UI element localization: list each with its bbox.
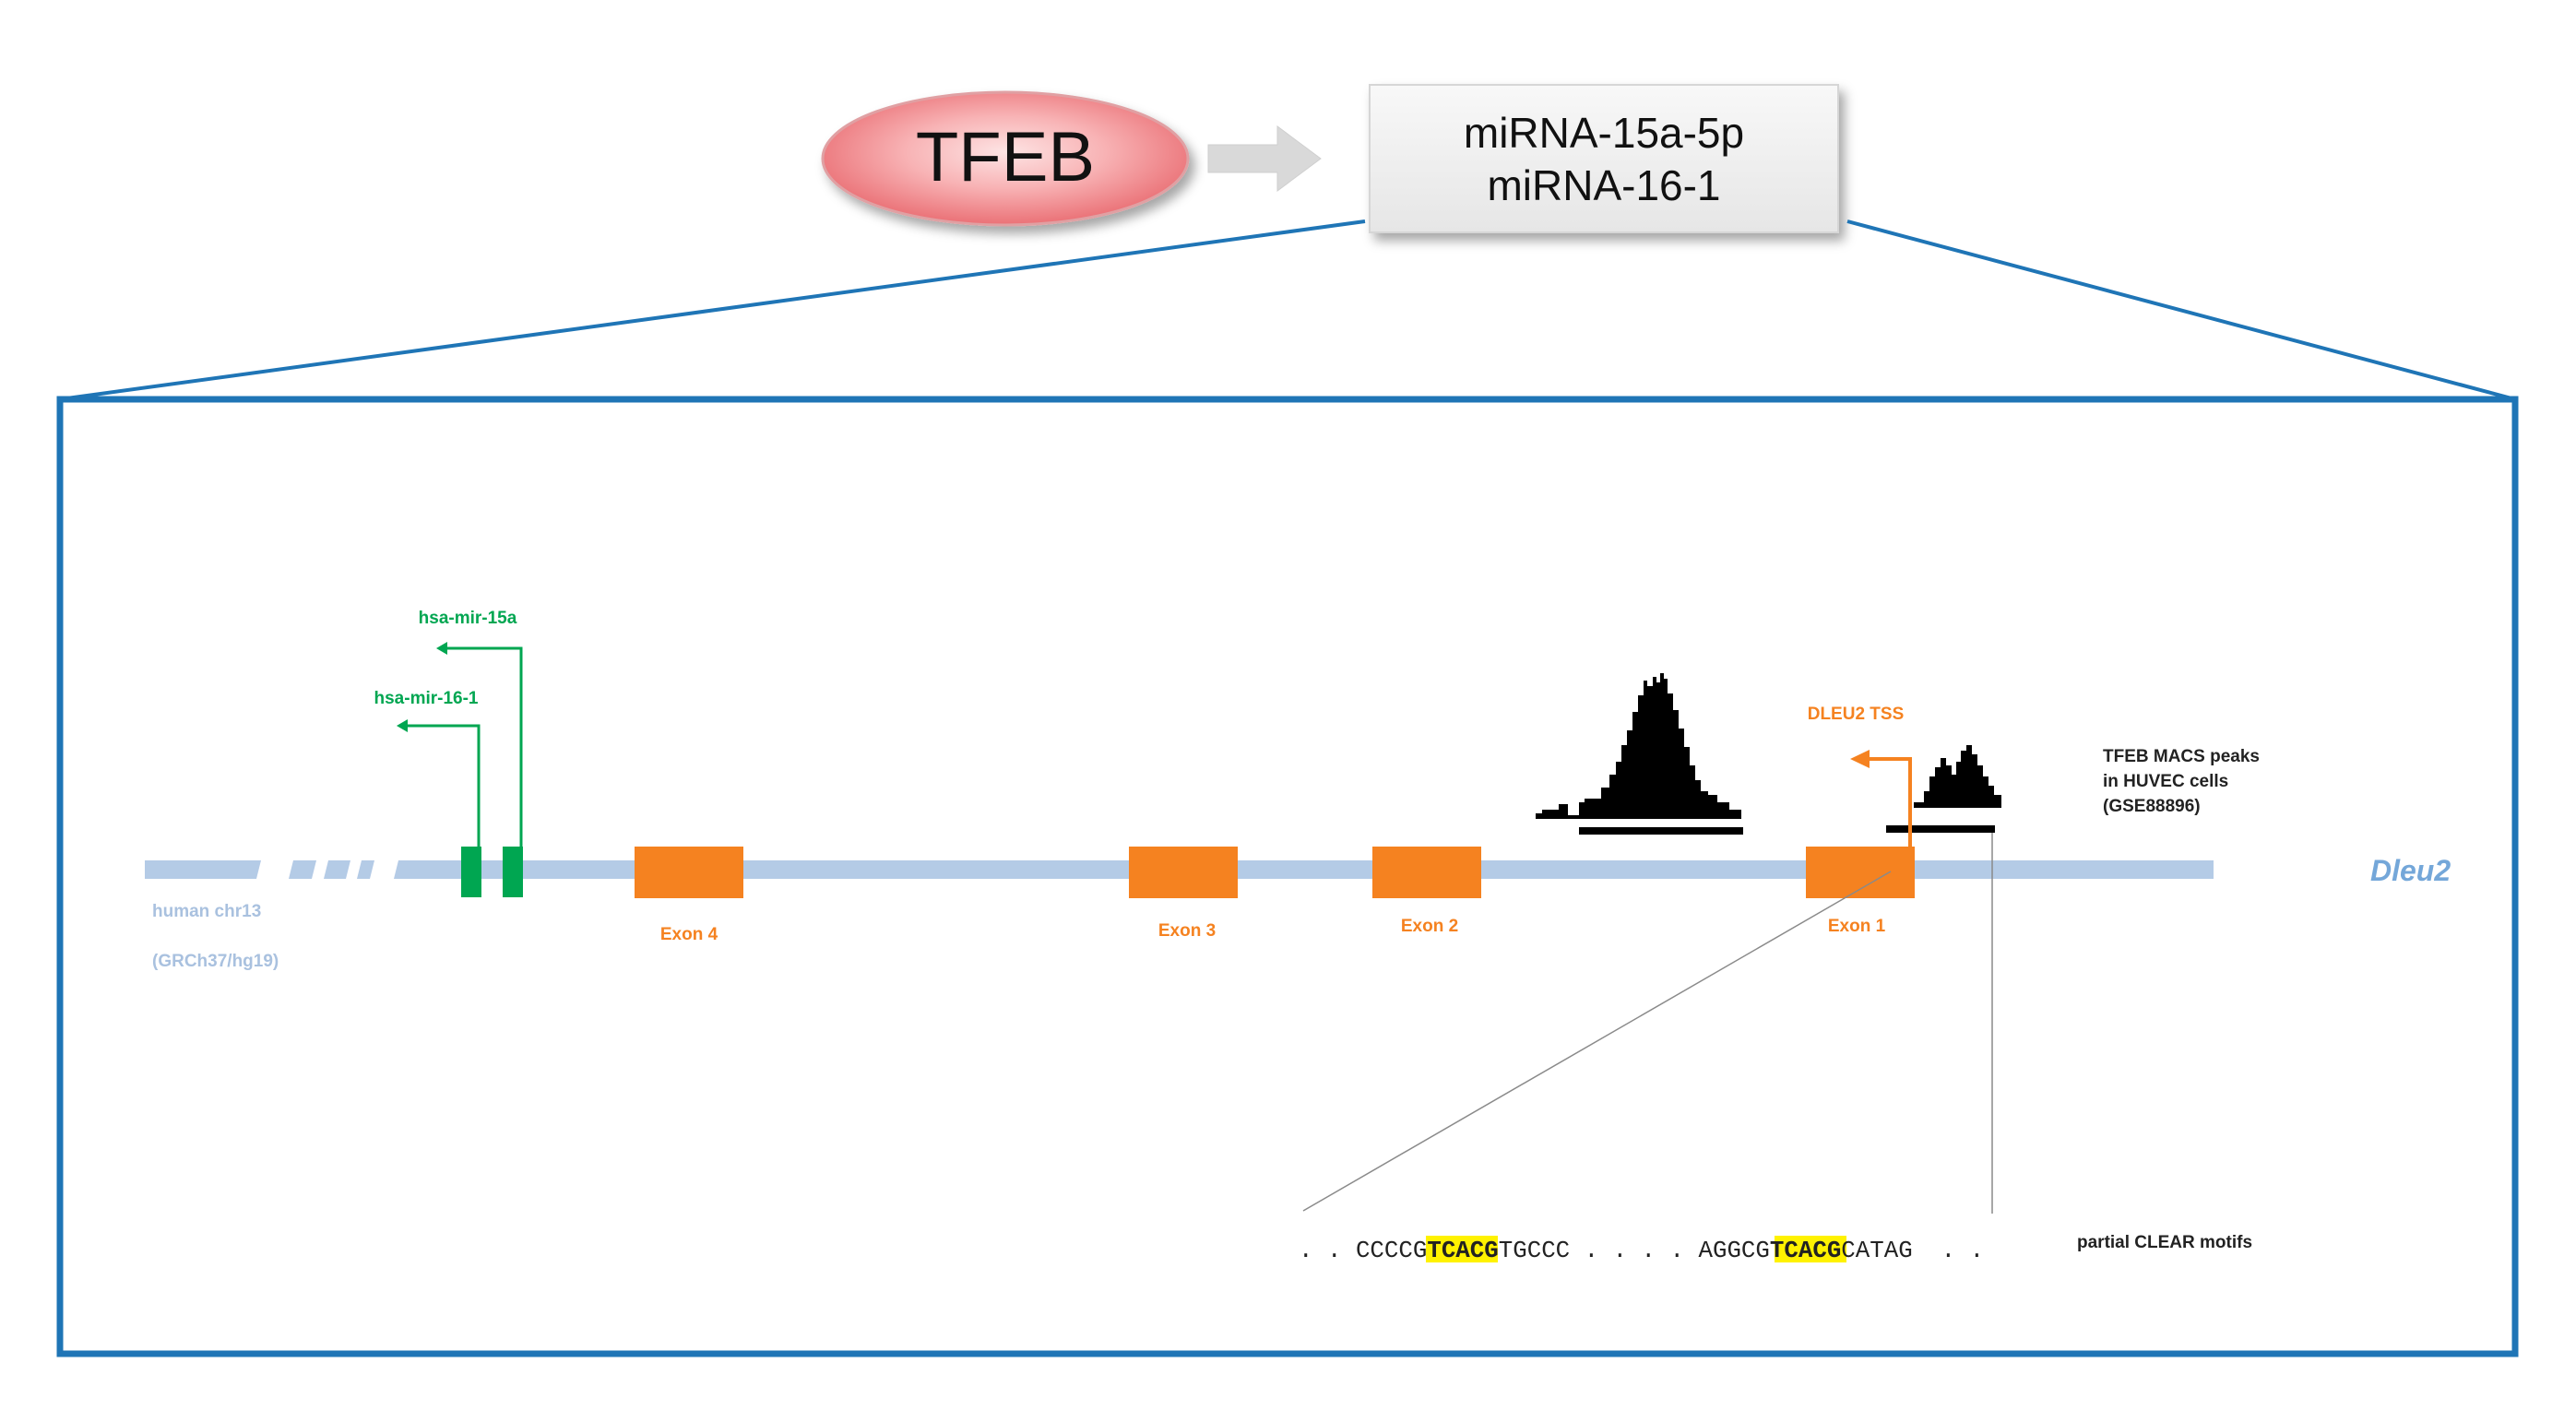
sequence-zoom-left (1302, 871, 1892, 1212)
peaks-label-line-2: in HUVEC cells (2103, 772, 2228, 791)
mir-16-1-label: hsa-mir-16-1 (374, 689, 479, 708)
mir-16-1-arrow-icon (397, 719, 408, 732)
tfeb-label: TFEB (916, 118, 1095, 196)
exon-4-label: Exon 4 (660, 925, 718, 944)
mirna-box: miRNA-15a-5p miRNA-16-1 (1369, 84, 1839, 233)
peak-1-bar (1579, 827, 1743, 835)
peaks-label-line-3: (GSE88896) (2103, 797, 2201, 816)
exon-1-block (1806, 847, 1915, 898)
activation-arrow (1207, 125, 1322, 192)
tfeb-node: TFEB (821, 90, 1190, 227)
mir-16-1-block (461, 847, 481, 897)
peaks-label-line-1: TFEB MACS peaks (2103, 747, 2260, 766)
dleu2-tss: DLEU2 TSS (1808, 705, 1912, 847)
exons: Exon 4 Exon 3 Exon 2 Exon 1 (635, 847, 1915, 944)
clear-motifs-label: partial CLEAR motifs (2077, 1233, 2252, 1252)
peak-2-bar (1886, 825, 1995, 833)
mir-15a-block (503, 847, 523, 897)
clear-motif-sequence: . . CCCCGTCACGTGCCC . . . . AGGCGTCACGCA… (1299, 1238, 1984, 1264)
mir-15a-arrow-icon (436, 642, 447, 655)
gene-label: Dleu2 (2370, 854, 2451, 887)
mir-15a-label: hsa-mir-15a (419, 609, 517, 628)
peak-1-signal (1536, 673, 1741, 819)
clear-motif-highlight-2 (1775, 1236, 1846, 1262)
macs-peaks (1536, 673, 2001, 835)
assembly-label: (GRCh37/hg19) (152, 952, 279, 971)
exon-3-label: Exon 3 (1158, 921, 1216, 941)
chromosome-label: human chr13 (152, 902, 261, 921)
zoom-line-right (1846, 219, 2516, 401)
clear-motif-highlight-1 (1426, 1236, 1498, 1262)
exon-4-block (635, 847, 743, 898)
chromosome-track (145, 860, 2214, 879)
exon-1-label: Exon 1 (1828, 917, 1886, 936)
zoom-line-left (59, 219, 1366, 401)
mirna-target-1: miRNA-15a-5p (1464, 109, 1744, 157)
mirna-target-2: miRNA-16-1 (1487, 161, 1720, 209)
exon-2-label: Exon 2 (1401, 917, 1458, 936)
mirna-loci: hsa-mir-15a hsa-mir-16-1 (374, 609, 523, 897)
exon-3-block (1129, 847, 1238, 898)
tss-label: DLEU2 TSS (1808, 705, 1905, 724)
tss-arrow-icon (1850, 750, 1870, 768)
peak-2-signal (1914, 745, 2001, 808)
exon-2-block (1372, 847, 1481, 898)
